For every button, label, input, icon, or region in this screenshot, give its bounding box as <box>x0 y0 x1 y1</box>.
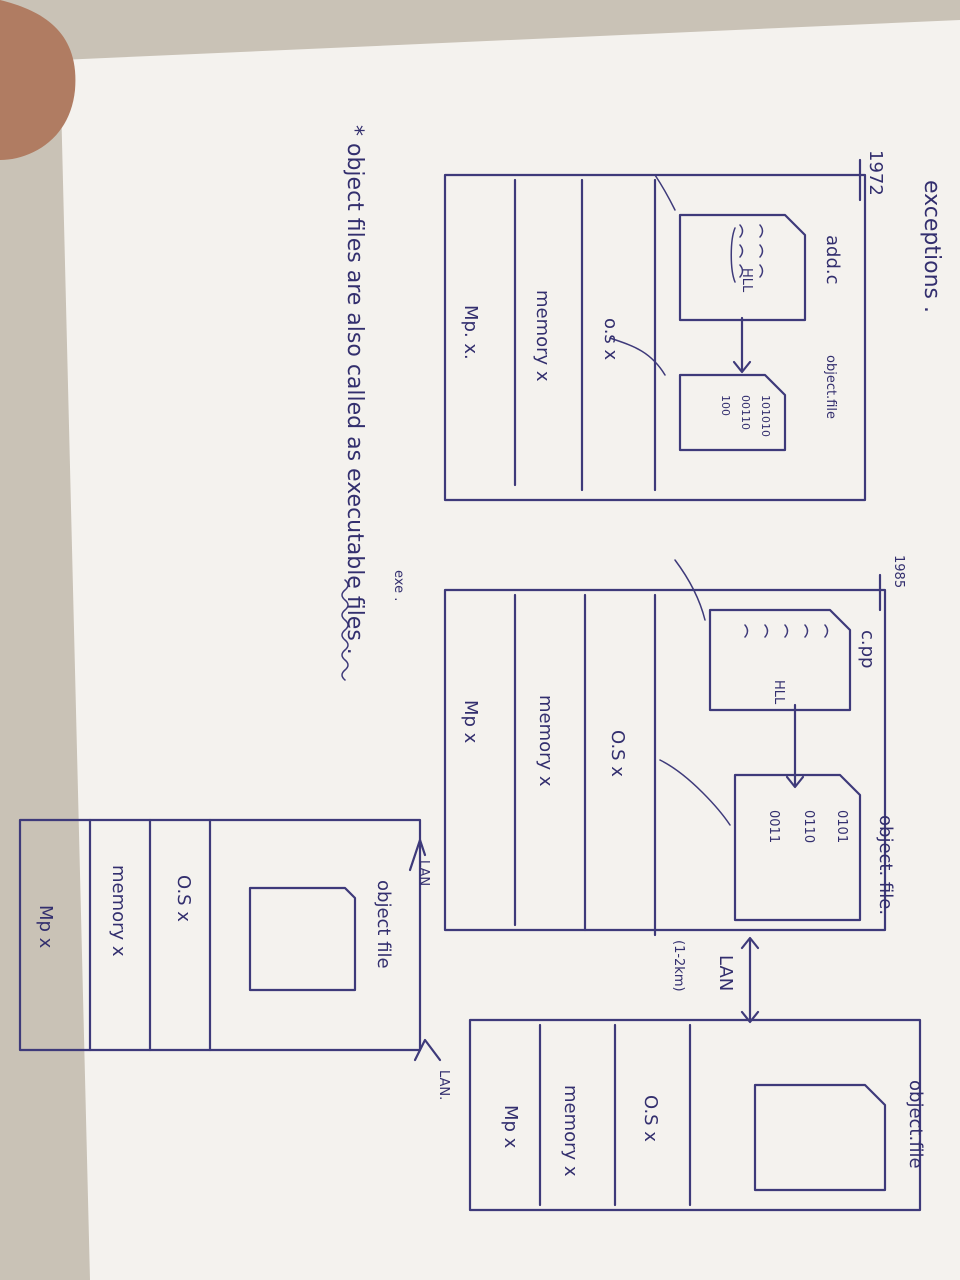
binary-line-1985-2: 0110 <box>801 810 816 843</box>
remote1-lan-label: LAN. <box>436 1070 451 1100</box>
os-label-1985: O.S x <box>607 730 628 777</box>
input-arrow-1985 <box>674 559 706 621</box>
remote-box-1 <box>18 818 422 1052</box>
binary-line-1972-1: 101010 <box>759 395 772 437</box>
os-arrow <box>609 337 666 376</box>
code-lines <box>739 224 764 278</box>
remote2-memory-label: memory x <box>560 1085 581 1177</box>
lan-arrow-label-1985: LAN <box>416 860 431 886</box>
source-file-1985: c.pp <box>857 630 878 668</box>
section-1972 <box>443 158 867 502</box>
footnote-underline <box>341 579 349 681</box>
compile-arrow-head-1985 <box>785 775 805 789</box>
remote2-os-label: O.S x <box>640 1095 661 1142</box>
section-1985 <box>408 559 887 1024</box>
mp-label-1972: Mp. x. <box>460 305 481 360</box>
remote2-mp-label: Mp x <box>500 1105 521 1149</box>
remote-system-1 <box>18 818 442 1062</box>
lan-label-1985: LAN <box>715 955 736 991</box>
remote2-object-file-doc <box>753 1083 887 1192</box>
object-file-label-1985: object. file. <box>875 815 896 915</box>
footnote-exe-annotation: exe . <box>391 570 406 601</box>
binary-line-1985-1: 0101 <box>834 810 849 843</box>
binary-line-1985-3: 0011 <box>766 810 781 843</box>
binary-line-1972-2: 00110 <box>739 395 752 430</box>
object-file-doc <box>678 373 787 452</box>
memory-label-1985: memory x <box>535 695 556 787</box>
os-label-1972: o.s x <box>600 318 621 361</box>
code-lines-1985 <box>744 624 829 638</box>
heading-exceptions: exceptions . <box>919 180 944 313</box>
source-file-1972: add.c <box>822 235 843 285</box>
remote-system-2 <box>468 1018 922 1212</box>
remote-box-2 <box>468 1018 922 1212</box>
source-file-doc <box>678 213 807 322</box>
year-1985: 1985 <box>891 555 906 588</box>
footnote-text: * object files are also called as execut… <box>342 125 367 655</box>
hll-label-1985: HLL <box>771 680 786 705</box>
remote2-object-file-label: object.file <box>905 1080 926 1169</box>
lan-distance: (1-2km) <box>671 940 686 992</box>
remote1-object-file-doc <box>248 886 357 992</box>
remote1-mp-label: Mp x <box>35 905 56 949</box>
compile-arrow-head <box>732 360 752 374</box>
memory-label-1972: memory x <box>532 290 553 382</box>
remote1-memory-label: memory x <box>108 865 129 957</box>
hll-label-1972: HLL <box>739 268 754 293</box>
object-file-label-1972: object.file <box>823 355 838 419</box>
input-arrow <box>654 174 676 211</box>
object-file-doc-1985 <box>733 773 862 922</box>
lan-link-arrowheads <box>740 936 760 1024</box>
remote1-os-label: O.S x <box>173 875 194 922</box>
binary-line-1972-3: 100 <box>719 395 732 416</box>
year-1972: 1972 <box>865 150 886 196</box>
system-box-1985 <box>443 588 887 932</box>
remote1-object-file-label: object file <box>373 880 394 969</box>
lan-link-bottom <box>413 1038 442 1062</box>
thumb-shape <box>0 0 76 160</box>
hll-brace <box>730 227 736 283</box>
os-arrow-1985 <box>659 759 731 826</box>
mp-label-1985: Mp x <box>460 700 481 744</box>
source-file-doc-1985 <box>708 608 852 712</box>
